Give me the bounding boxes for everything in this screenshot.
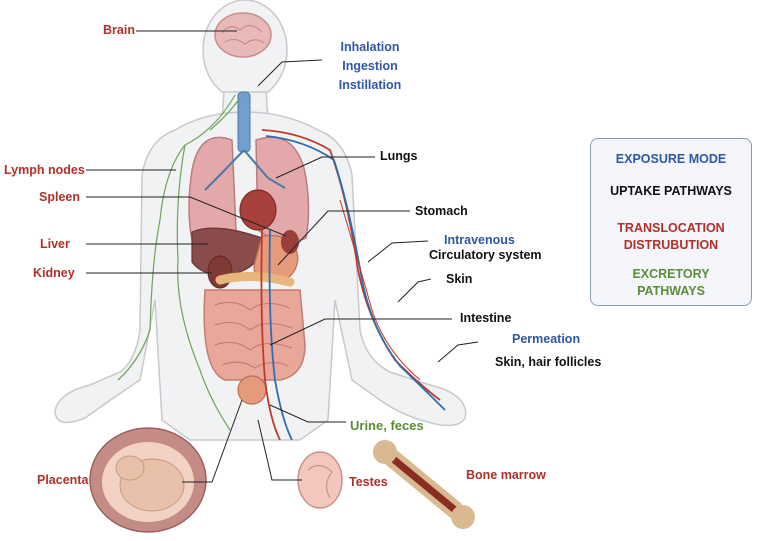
placenta-illustration [89, 427, 207, 533]
bronchi [204, 149, 286, 191]
stomach-label: Stomach [415, 204, 468, 218]
testes-label: Testes [349, 475, 388, 489]
ingestion-label: Ingestion [342, 59, 398, 73]
brain-organ [214, 12, 272, 58]
spleen-organ [281, 230, 299, 254]
blood-vessels [260, 129, 446, 441]
legend-translocation-line1: TRANSLOCATION [617, 221, 725, 235]
trachea [237, 91, 251, 153]
lungs-label: Lungs [380, 149, 418, 163]
lungs-organ [188, 136, 310, 244]
intravenous-label: Intravenous [444, 233, 515, 247]
skin-label: Skin [446, 272, 473, 286]
urine-feces-label: Urine, feces [350, 418, 424, 433]
legend-excretory-line2: PATHWAYS [637, 284, 705, 298]
kidney-label: Kidney [33, 266, 75, 280]
legend-exposure-mode: EXPOSURE MODE [615, 152, 727, 166]
legend-box: EXPOSURE MODE UPTAKE PATHWAYS TRANSLOCAT… [590, 138, 752, 306]
leader-lines [86, 30, 479, 483]
spleen-label: Spleen [39, 190, 80, 204]
intestine-label: Intestine [460, 311, 512, 325]
liver-label: Liver [40, 237, 70, 251]
skin-hair-follicles-label: Skin, hair follicles [495, 355, 602, 369]
legend-uptake-pathways: UPTAKE PATHWAYS [610, 184, 732, 198]
inhalation-label: Inhalation [340, 40, 400, 54]
bone-marrow-label: Bone marrow [466, 468, 546, 482]
bone-marrow-illustration [373, 440, 475, 529]
bladder-organ [237, 375, 267, 405]
placenta-label: Placenta [37, 473, 89, 487]
circulatory-system-label: Circulatory system [429, 248, 542, 262]
permeation-label: Permeation [512, 332, 581, 346]
testes-illustration [297, 451, 343, 509]
pancreas-organ [215, 271, 295, 287]
intestine-organ [203, 289, 306, 381]
heart-organ [239, 189, 277, 231]
legend-translocation-line2: DISTRUBUTION [623, 238, 719, 252]
lymph-nodes-label: Lymph nodes [4, 163, 85, 177]
brain-label: Brain [103, 23, 135, 37]
legend-excretory-line1: EXCRETORY [632, 267, 710, 281]
lymphatic-vessels [117, 94, 241, 431]
instillation-label: Instillation [338, 78, 402, 92]
